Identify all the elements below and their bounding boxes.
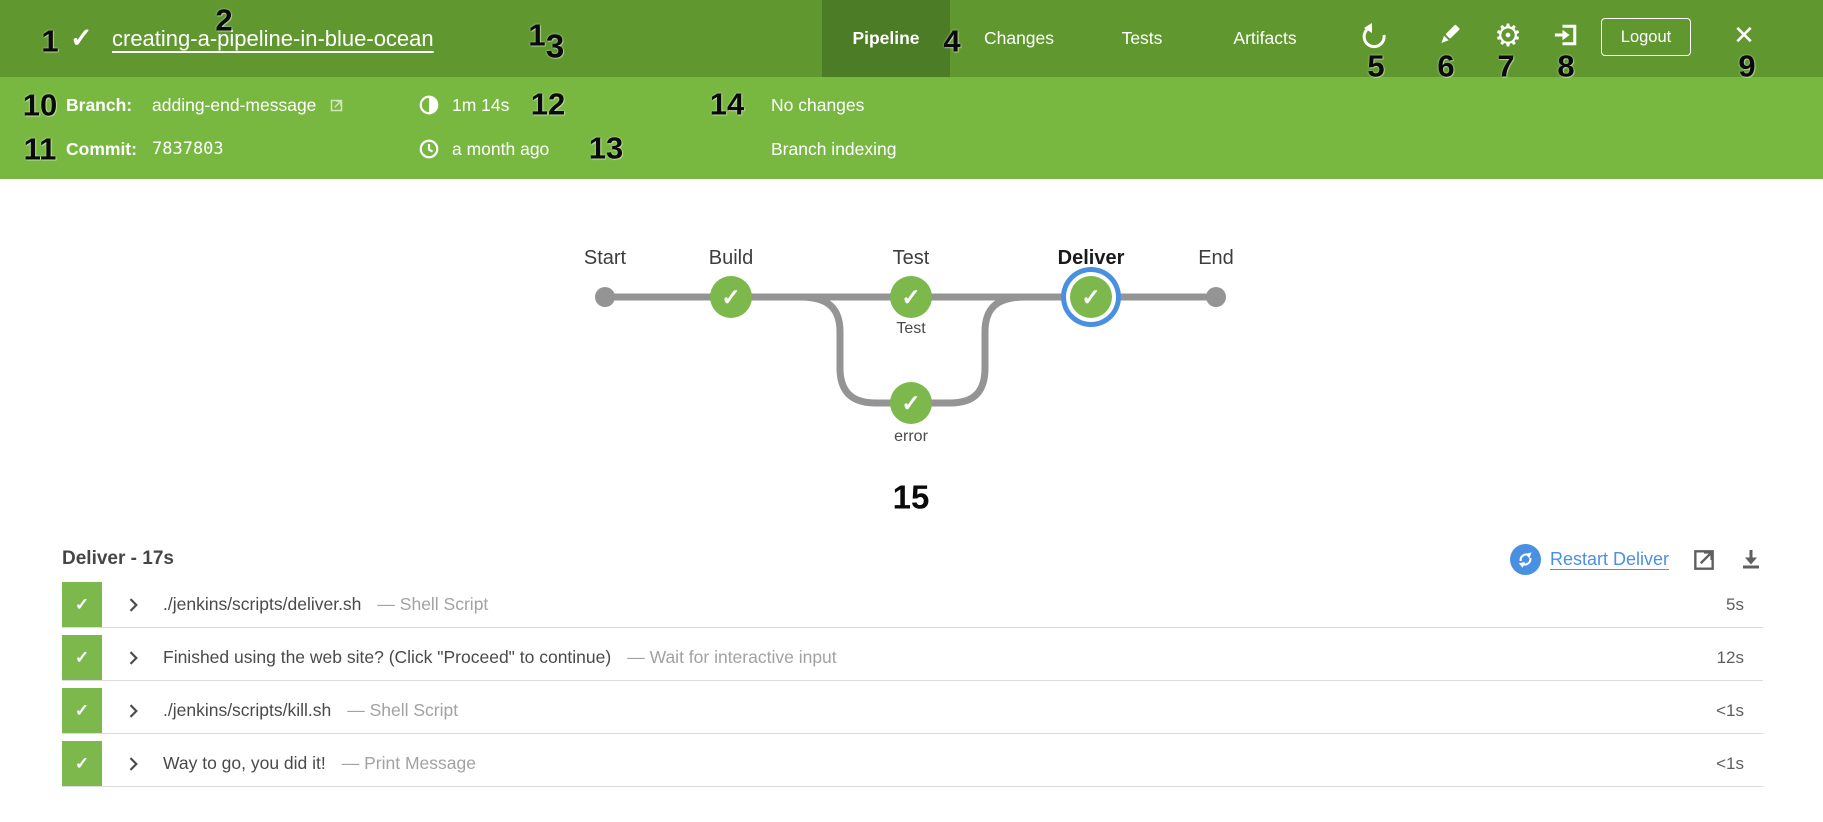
step-title: Way to go, you did it!: [163, 753, 326, 773]
step-row[interactable]: ✓ ./jenkins/scripts/kill.sh — Shell Scri…: [62, 688, 1763, 734]
edit-icon[interactable]: [1435, 0, 1463, 70]
restart-stage-icon[interactable]: [1509, 544, 1541, 575]
tab-changes[interactable]: Changes: [983, 28, 1055, 48]
step-row[interactable]: ✓ ./jenkins/scripts/deliver.sh — Shell S…: [62, 582, 1763, 628]
step-duration: 5s: [1726, 594, 1744, 614]
commit-value: 7837803: [152, 139, 224, 159]
logout-button[interactable]: Logout: [1601, 18, 1691, 56]
commit-label: Commit:: [66, 139, 137, 159]
test-node-success-icon[interactable]: ✓: [890, 276, 932, 318]
open-log-icon[interactable]: [1691, 547, 1717, 573]
annotation-11: 11: [23, 131, 57, 167]
chevron-right-icon[interactable]: [123, 701, 143, 721]
duration-icon: [419, 95, 439, 115]
stage-label-build: Build: [708, 247, 754, 269]
annotation-8: 8: [1557, 48, 1575, 84]
annotation-15: 15: [892, 478, 930, 516]
annotation-7: 7: [1497, 48, 1515, 84]
annotation-13: 13: [588, 130, 624, 166]
stage-label-test: Test: [892, 247, 930, 269]
branch-label-test: Test: [896, 320, 926, 337]
step-duration: <1s: [1716, 753, 1744, 773]
annotation-6: 6: [1437, 48, 1455, 84]
run-time-ago: a month ago: [452, 139, 550, 159]
close-icon[interactable]: ✕: [1733, 20, 1755, 50]
run-cause-text: Branch indexing: [771, 139, 897, 159]
branch-value-link[interactable]: adding-end-message: [152, 92, 344, 118]
start-node: [595, 287, 615, 307]
stage-label-start: Start: [583, 247, 627, 269]
step-success-icon: ✓: [62, 635, 102, 680]
step-duration: 12s: [1716, 647, 1744, 667]
annotation-2: 2: [215, 2, 233, 38]
stage-label-end: End: [1198, 247, 1234, 269]
gear-icon[interactable]: ⚙: [1494, 17, 1522, 53]
step-type-label: — Wait for interactive input: [627, 647, 837, 667]
step-title: ./jenkins/scripts/kill.sh: [163, 700, 332, 720]
deliver-node-success-icon[interactable]: ✓: [1070, 276, 1112, 318]
steps-panel-title: Deliver - 17s: [62, 548, 174, 569]
tab-artifacts[interactable]: Artifacts: [1233, 28, 1297, 48]
top-bar: ✓ creating-a-pipeline-in-blue-ocean Pipe…: [0, 0, 1823, 77]
annotation-5: 5: [1367, 48, 1385, 84]
annotation-13a: 1: [528, 17, 546, 53]
rerun-icon[interactable]: [1360, 0, 1388, 70]
changes-text: No changes: [771, 95, 865, 115]
step-duration: <1s: [1716, 700, 1744, 720]
annotation-13b: 3: [545, 27, 565, 65]
step-success-icon: ✓: [62, 741, 102, 786]
steps-header: Deliver - 17s Restart Deliver: [62, 540, 1763, 582]
run-title-link[interactable]: creating-a-pipeline-in-blue-ocean: [112, 26, 434, 51]
run-details-bar: Branch: adding-end-message Commit: 78378…: [0, 77, 1823, 179]
step-title: ./jenkins/scripts/deliver.sh: [163, 594, 362, 614]
error-branch-node-success-icon[interactable]: ✓: [890, 382, 932, 424]
chevron-right-icon[interactable]: [123, 648, 143, 668]
chevron-right-icon[interactable]: [123, 754, 143, 774]
step-type-label: — Print Message: [341, 753, 476, 773]
annotation-1: 1: [41, 23, 59, 59]
download-log-icon[interactable]: [1739, 548, 1763, 572]
end-node: [1206, 287, 1226, 307]
annotation-9: 9: [1738, 48, 1756, 84]
step-type-label: — Shell Script: [347, 700, 459, 720]
external-link-icon: [331, 99, 343, 112]
annotation-10: 10: [22, 87, 58, 123]
stage-label-deliver: Deliver: [1057, 247, 1125, 269]
clock-icon: [419, 139, 439, 159]
build-node-success-icon[interactable]: ✓: [710, 276, 752, 318]
annotation-14: 14: [709, 86, 745, 122]
step-success-icon: ✓: [62, 688, 102, 733]
chevron-right-icon[interactable]: [123, 595, 143, 615]
step-row[interactable]: ✓ Finished using the web site? (Click "P…: [62, 635, 1763, 681]
go-to-classic-icon[interactable]: [1552, 0, 1580, 70]
step-type-label: — Shell Script: [377, 594, 489, 614]
step-success-icon: ✓: [62, 582, 102, 627]
step-title: Finished using the web site? (Click "Pro…: [163, 647, 612, 667]
branch-label: Branch:: [66, 95, 133, 115]
tab-pipeline[interactable]: Pipeline: [822, 0, 950, 77]
annotation-4: 4: [943, 23, 961, 59]
annotation-12: 12: [530, 86, 566, 122]
step-row[interactable]: ✓ Way to go, you did it! — Print Message…: [62, 741, 1763, 787]
branch-label-error: error: [894, 428, 928, 445]
restart-deliver-link[interactable]: Restart Deliver: [1549, 549, 1669, 569]
tab-tests[interactable]: Tests: [1121, 28, 1163, 48]
run-success-check-icon: ✓: [70, 23, 93, 53]
run-duration: 1m 14s: [452, 95, 510, 115]
steps-panel: Deliver - 17s Restart Deliver: [62, 540, 1763, 794]
